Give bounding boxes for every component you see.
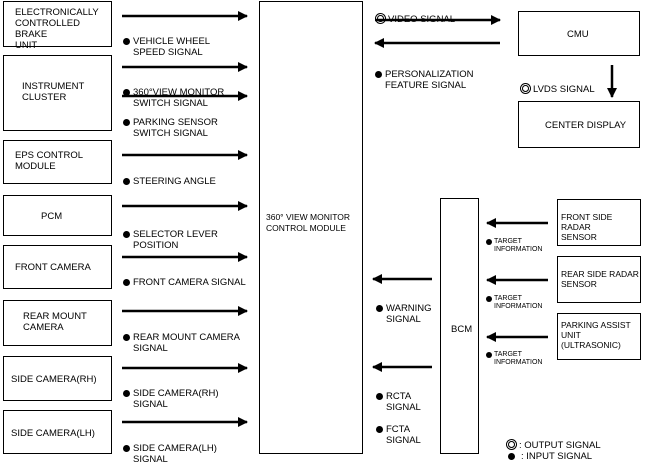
eps-box: EPS CONTROL MODULE [3,140,112,184]
output-ring-icon [377,15,384,22]
input-dot-icon [486,239,492,245]
signal-front-camera: FRONT CAMERA SIGNAL [123,266,246,288]
legend-output: : OUTPUT SIGNAL [506,429,601,451]
ebcu-label: ELECTRONICALLY CONTROLLED BRAKE UNIT [15,7,99,51]
instrument-cluster-box: INSTRUMENT CLUSTER [3,55,112,131]
side-camera-rh-box: SIDE CAMERA(RH) [3,356,112,401]
input-dot-icon [123,334,130,341]
rear-side-radar-box: REAR SIDE RADAR SENSOR [557,256,641,303]
front-side-radar-box: FRONT SIDE RADAR SENSOR [557,199,641,246]
input-dot-icon [376,393,383,400]
input-dot-icon [376,305,383,312]
signal-selector-lever: SELECTOR LEVER POSITION [123,218,218,251]
pcm-label: PCM [41,211,63,222]
instrument-cluster-label: INSTRUMENT CLUSTER [22,81,85,103]
center-display-label: CENTER DISPLAY [545,120,627,131]
signal-steering-angle: STEERING ANGLE [123,165,216,187]
signal-parking-sensor-switch: PARKING SENSOR SWITCH SIGNAL [123,106,218,139]
signal-wheel-speed: VEHICLE WHEEL SPEED SIGNAL [123,25,210,58]
parking-assist-label: PARKING ASSIST UNIT (ULTRASONIC) [561,320,631,350]
side-camera-lh-label: SIDE CAMERA(LH) [11,428,95,439]
side-camera-lh-box: SIDE CAMERA(LH) [3,410,112,454]
rear-mount-camera-label: REAR MOUNT CAMERA [23,311,87,333]
bcm-label: BCM [451,324,473,335]
input-dot-icon [123,390,130,397]
personalization-signal-label: PERSONALIZATION FEATURE SIGNAL [375,58,474,91]
control-module-box: 360° VIEW MONITOR CONTROL MODULE [259,1,363,454]
input-dot-icon [123,89,130,96]
input-dot-icon [123,178,130,185]
lvds-signal-label: LVDS SIGNAL [520,73,595,95]
cmu-box: CMU [518,11,640,56]
warning-signal-label: WARNING SIGNAL [376,292,432,325]
eps-label: EPS CONTROL MODULE [15,150,84,172]
rcta-signal-label: RCTA SIGNAL [376,380,421,413]
target-info-rear: TARGET INFORMATION [486,287,542,311]
signal-rear-mount-camera: REAR MOUNT CAMERA SIGNAL [123,321,240,354]
input-dot-icon [123,231,130,238]
rear-side-radar-label: REAR SIDE RADAR SENSOR [561,269,639,289]
signal-360-switch: 360°VIEW MONITOR SWITCH SIGNAL [123,76,224,109]
control-module-label: 360° VIEW MONITOR CONTROL MODULE [266,212,351,233]
target-info-front: TARGET INFORMATION [486,230,542,254]
front-camera-label: FRONT CAMERA [15,262,91,273]
cmu-label: CMU [567,29,589,40]
input-dot-icon [375,71,382,78]
input-dot-icon [376,426,383,433]
output-ring-icon [522,85,529,92]
front-side-radar-label: FRONT SIDE RADAR SENSOR [561,212,613,242]
output-ring-icon [508,441,515,448]
input-dot-icon [123,445,130,452]
parking-assist-box: PARKING ASSIST UNIT (ULTRASONIC) [557,313,641,360]
input-dot-icon [123,119,130,126]
signal-side-camera-rh: SIDE CAMERA(RH) SIGNAL [123,377,219,410]
side-camera-rh-label: SIDE CAMERA(RH) [11,374,97,385]
rear-mount-camera-box: REAR MOUNT CAMERA [3,300,112,346]
pcm-box: PCM [3,195,112,236]
front-camera-box: FRONT CAMERA [3,245,112,289]
input-dot-icon [486,352,492,358]
input-dot-icon [123,38,130,45]
ebcu-box: ELECTRONICALLY CONTROLLED BRAKE UNIT [3,1,112,51]
target-info-parking: TARGET INFORMATION [486,343,542,367]
bcm-box: BCM [440,198,479,454]
fcta-signal-label: FCTA SIGNAL [376,413,421,446]
center-display-box: CENTER DISPLAY [518,101,640,148]
input-dot-icon [123,279,130,286]
input-dot-icon [486,296,492,302]
